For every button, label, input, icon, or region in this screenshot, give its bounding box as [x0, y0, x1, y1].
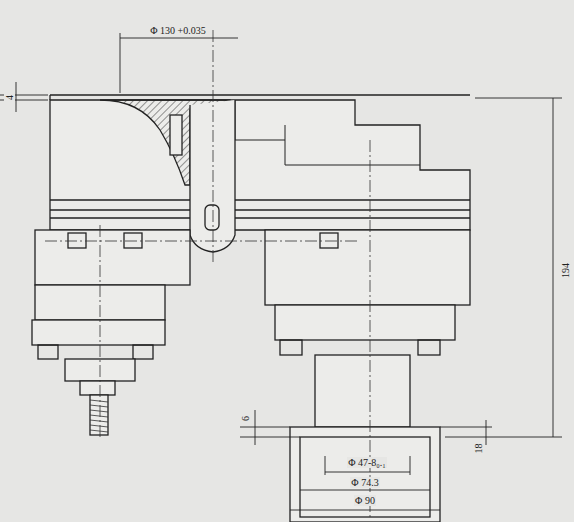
- thickness-dimension: 6: [240, 415, 251, 422]
- diameter-dimension: Φ 74.3: [350, 477, 379, 488]
- thread-stroke: [90, 430, 108, 432]
- diameter-dimension: Φ 47-8₀.₁: [347, 457, 387, 468]
- diameter-dimension: Φ 90: [354, 495, 376, 506]
- thickness-dimension: 18: [473, 442, 484, 454]
- thread-stroke: [90, 420, 108, 422]
- thread-stroke: [90, 405, 108, 407]
- thickness-dimension: 4: [4, 94, 15, 101]
- diameter-dimension: Φ 130 +0.035: [149, 25, 206, 36]
- thread-stroke: [90, 425, 108, 427]
- height-dimension: 194: [560, 262, 571, 279]
- thread-stroke: [90, 415, 108, 417]
- thread-stroke: [90, 400, 108, 402]
- thread-stroke: [90, 410, 108, 412]
